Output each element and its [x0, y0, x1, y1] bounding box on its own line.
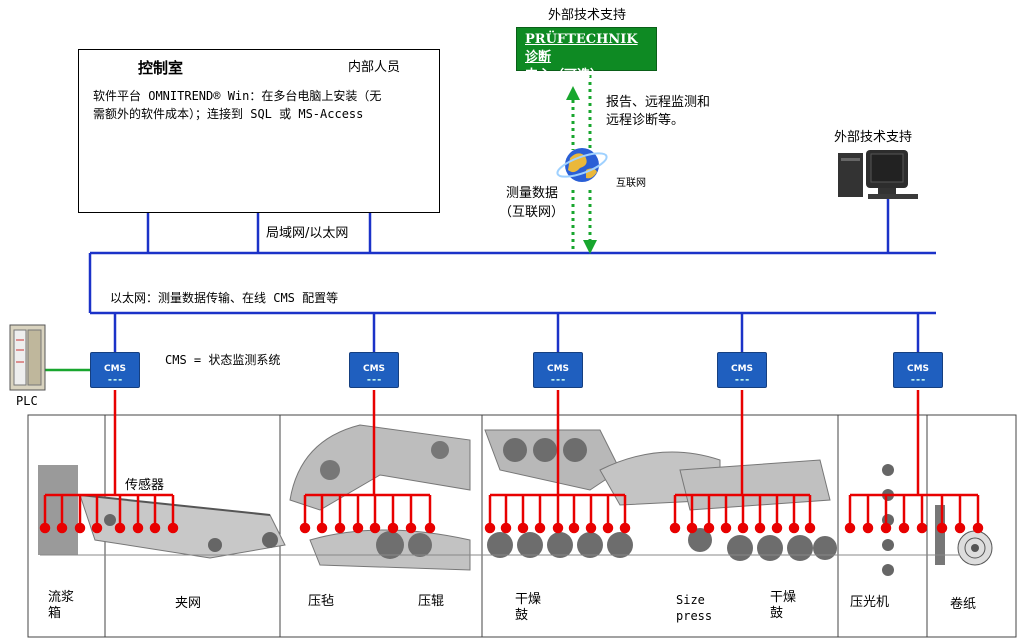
- computer-icon: [838, 150, 918, 199]
- sensor-label: 传感器: [125, 478, 165, 493]
- sensor-point-icon: [484, 522, 496, 534]
- measurement-data-line1: 测量数据: [506, 186, 559, 201]
- sensor-point-icon: [149, 522, 161, 534]
- section-headbox-label: 流浆箱: [48, 590, 75, 621]
- measurement-data-line2: （互联网）: [499, 205, 565, 220]
- sensor-point-icon: [954, 522, 966, 534]
- report-note-line1: 报告、远程监测和: [606, 95, 711, 110]
- cms-unit: CMS▬ ▬ ▬: [893, 352, 943, 388]
- section-calender-label: 压光机: [850, 595, 890, 610]
- sensor-point-icon: [754, 522, 766, 534]
- sensor-point-icon: [534, 522, 546, 534]
- sensor-point-icon: [56, 522, 68, 534]
- pruftechnik-line2: 中心（可选）: [525, 68, 604, 83]
- sensor-point-icon: [936, 522, 948, 534]
- sensor-drops: [39, 495, 984, 534]
- sensor-point-icon: [972, 522, 984, 534]
- sensor-point-icon: [114, 522, 126, 534]
- sensor-point-icon: [74, 522, 86, 534]
- sensor-point-icon: [585, 522, 597, 534]
- sensor-point-icon: [619, 522, 631, 534]
- sensor-point-icon: [568, 522, 580, 534]
- external-support-right-label: 外部技术支持: [834, 130, 913, 145]
- cms-definition: CMS = 状态监测系统: [165, 353, 281, 367]
- ethernet-label: 以太网：测量数据传输、在线 CMS 配置等: [110, 291, 339, 305]
- sensor-point-icon: [299, 522, 311, 534]
- sensor-point-icon: [669, 522, 681, 534]
- sensor-point-icon: [316, 522, 328, 534]
- software-platform-line1: 软件平台 OMNITREND® Win：在多台电脑上安装（无: [93, 89, 382, 103]
- internet-links: [571, 75, 592, 250]
- pruftechnik-line1: PRÜFTECHNIK 诊断: [525, 32, 638, 65]
- sensor-point-icon: [167, 522, 179, 534]
- sensor-point-icon: [424, 522, 436, 534]
- arrow-up-icon: [566, 86, 580, 100]
- control-room-panel: [78, 49, 440, 213]
- internet-globe-icon: [556, 148, 608, 182]
- sensor-point-icon: [916, 522, 928, 534]
- internet-label: 互联网: [616, 178, 646, 189]
- sensor-wiring: [45, 390, 978, 497]
- cms-unit: CMS▬ ▬ ▬: [90, 352, 140, 388]
- network-lines: [88, 198, 936, 352]
- sensor-point-icon: [91, 522, 103, 534]
- external-support-top-label: 外部技术支持: [548, 8, 627, 23]
- sensor-point-icon: [352, 522, 364, 534]
- lan-label: 局域网/以太网: [266, 226, 349, 241]
- sensor-point-icon: [132, 522, 144, 534]
- section-wire-label: 夹网: [175, 596, 202, 611]
- section-dryer-1-label: 干燥鼓: [515, 592, 542, 623]
- plc-label: PLC: [16, 394, 38, 408]
- sensor-point-icon: [880, 522, 892, 534]
- sensor-point-icon: [602, 522, 614, 534]
- sensor-point-icon: [804, 522, 816, 534]
- section-press-felt-label: 压毡: [308, 594, 335, 609]
- sensor-point-icon: [703, 522, 715, 534]
- cms-unit: CMS▬ ▬ ▬: [533, 352, 583, 388]
- section-dryer-2-label: 干燥鼓: [770, 590, 797, 621]
- pruftechnik-center-box: PRÜFTECHNIK 诊断 中心（可选）: [516, 27, 657, 83]
- sensor-point-icon: [771, 522, 783, 534]
- plc-cabinet-icon: [9, 324, 46, 391]
- sensor-point-icon: [844, 522, 856, 534]
- sensor-point-icon: [788, 522, 800, 534]
- control-room-title: 控制室: [138, 59, 184, 77]
- section-reel-label: 卷纸: [950, 597, 977, 612]
- cms-unit: CMS▬ ▬ ▬: [717, 352, 767, 388]
- sensor-point-icon: [737, 522, 749, 534]
- section-press-roll-label: 压辊: [418, 594, 445, 609]
- internal-staff-label: 内部人员: [348, 60, 401, 75]
- software-platform-line2: 需额外的软件成本）；连接到 SQL 或 MS-Access: [93, 107, 364, 121]
- sensor-point-icon: [552, 522, 564, 534]
- sensor-point-icon: [405, 522, 417, 534]
- sensor-point-icon: [517, 522, 529, 534]
- cms-unit: CMS▬ ▬ ▬: [349, 352, 399, 388]
- sensor-point-icon: [862, 522, 874, 534]
- sensor-point-icon: [369, 522, 381, 534]
- sensor-point-icon: [334, 522, 346, 534]
- report-note-line2: 远程诊断等。: [606, 113, 685, 128]
- sensor-point-icon: [500, 522, 512, 534]
- sensor-point-icon: [39, 522, 51, 534]
- sensor-point-icon: [686, 522, 698, 534]
- sensor-point-icon: [387, 522, 399, 534]
- arrow-down-icon: [583, 240, 597, 254]
- sensor-point-icon: [720, 522, 732, 534]
- sensor-point-icon: [898, 522, 910, 534]
